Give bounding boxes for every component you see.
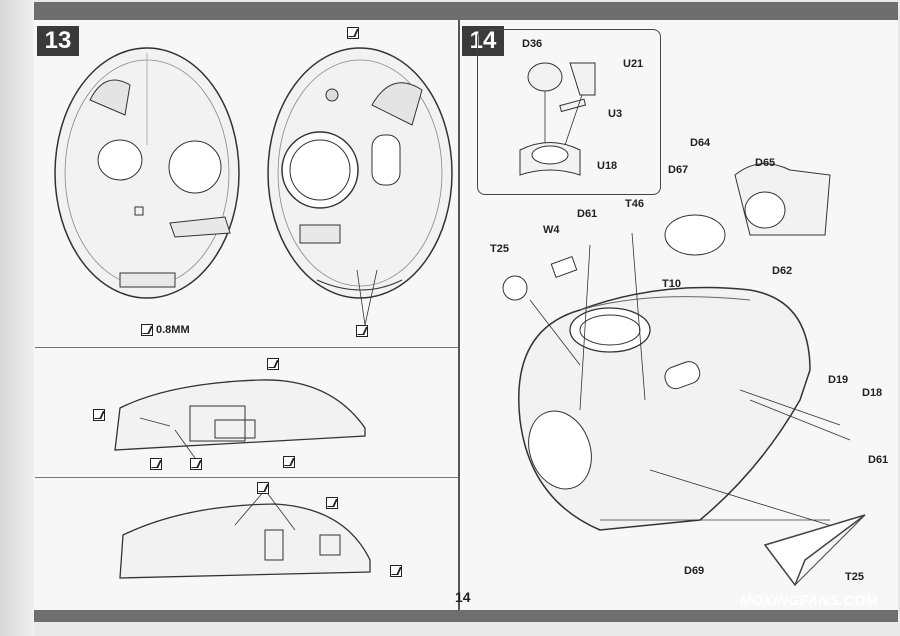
part-label-u18: U18 xyxy=(597,160,618,172)
part-label-u21: U21 xyxy=(623,58,644,70)
glue-icon xyxy=(347,27,359,39)
thickness-note: 0.8MM xyxy=(156,324,190,336)
turret-underside-view xyxy=(267,47,453,326)
turret-side-view-right xyxy=(119,489,371,579)
drill-icon xyxy=(150,458,162,470)
glue-icon xyxy=(390,565,402,577)
glue-icon xyxy=(283,456,295,468)
watermark: MOXINGFANS.COM xyxy=(740,592,878,608)
part-label-d36: D36 xyxy=(522,38,543,50)
part-label-d65: D65 xyxy=(755,157,776,169)
section-divider xyxy=(35,347,458,348)
bottom-bar xyxy=(34,610,898,622)
glue-icon xyxy=(257,482,269,494)
paper-plane-logo xyxy=(763,514,866,587)
turret-assembly xyxy=(502,163,851,531)
top-bar xyxy=(34,2,898,20)
drill-icon xyxy=(141,324,153,336)
part-label-t46: T46 xyxy=(625,198,644,210)
part-label-w4: W4 xyxy=(543,224,560,236)
part-label-t25: T25 xyxy=(845,571,864,583)
turret-side-view-left xyxy=(114,379,366,459)
part-label-t10: T10 xyxy=(662,278,681,290)
glue-icon xyxy=(190,458,202,470)
glue-icon xyxy=(267,358,279,370)
glue-icon xyxy=(93,409,105,421)
glue-icon xyxy=(356,325,368,337)
part-label-t25: T25 xyxy=(490,243,509,255)
part-label-d64: D64 xyxy=(690,137,711,149)
glue-icon xyxy=(326,497,338,509)
part-label-u3: U3 xyxy=(608,108,623,120)
part-label-d19: D19 xyxy=(828,374,849,386)
part-label-d62: D62 xyxy=(772,265,793,277)
part-label-d18: D18 xyxy=(862,387,883,399)
part-label-d69: D69 xyxy=(684,565,705,577)
section-divider xyxy=(35,477,458,478)
turret-top-view xyxy=(54,47,240,299)
step-13-badge: 13 xyxy=(37,26,79,56)
binding-spine xyxy=(0,0,34,636)
periscope-sub-assembly xyxy=(519,62,596,176)
sub-assembly-inset xyxy=(477,29,661,195)
page-number: 14 xyxy=(455,589,471,605)
part-label-d67: D67 xyxy=(668,164,689,176)
part-label-d61: D61 xyxy=(577,208,598,220)
part-label-d61: D61 xyxy=(868,454,889,466)
step-divider xyxy=(458,20,460,610)
